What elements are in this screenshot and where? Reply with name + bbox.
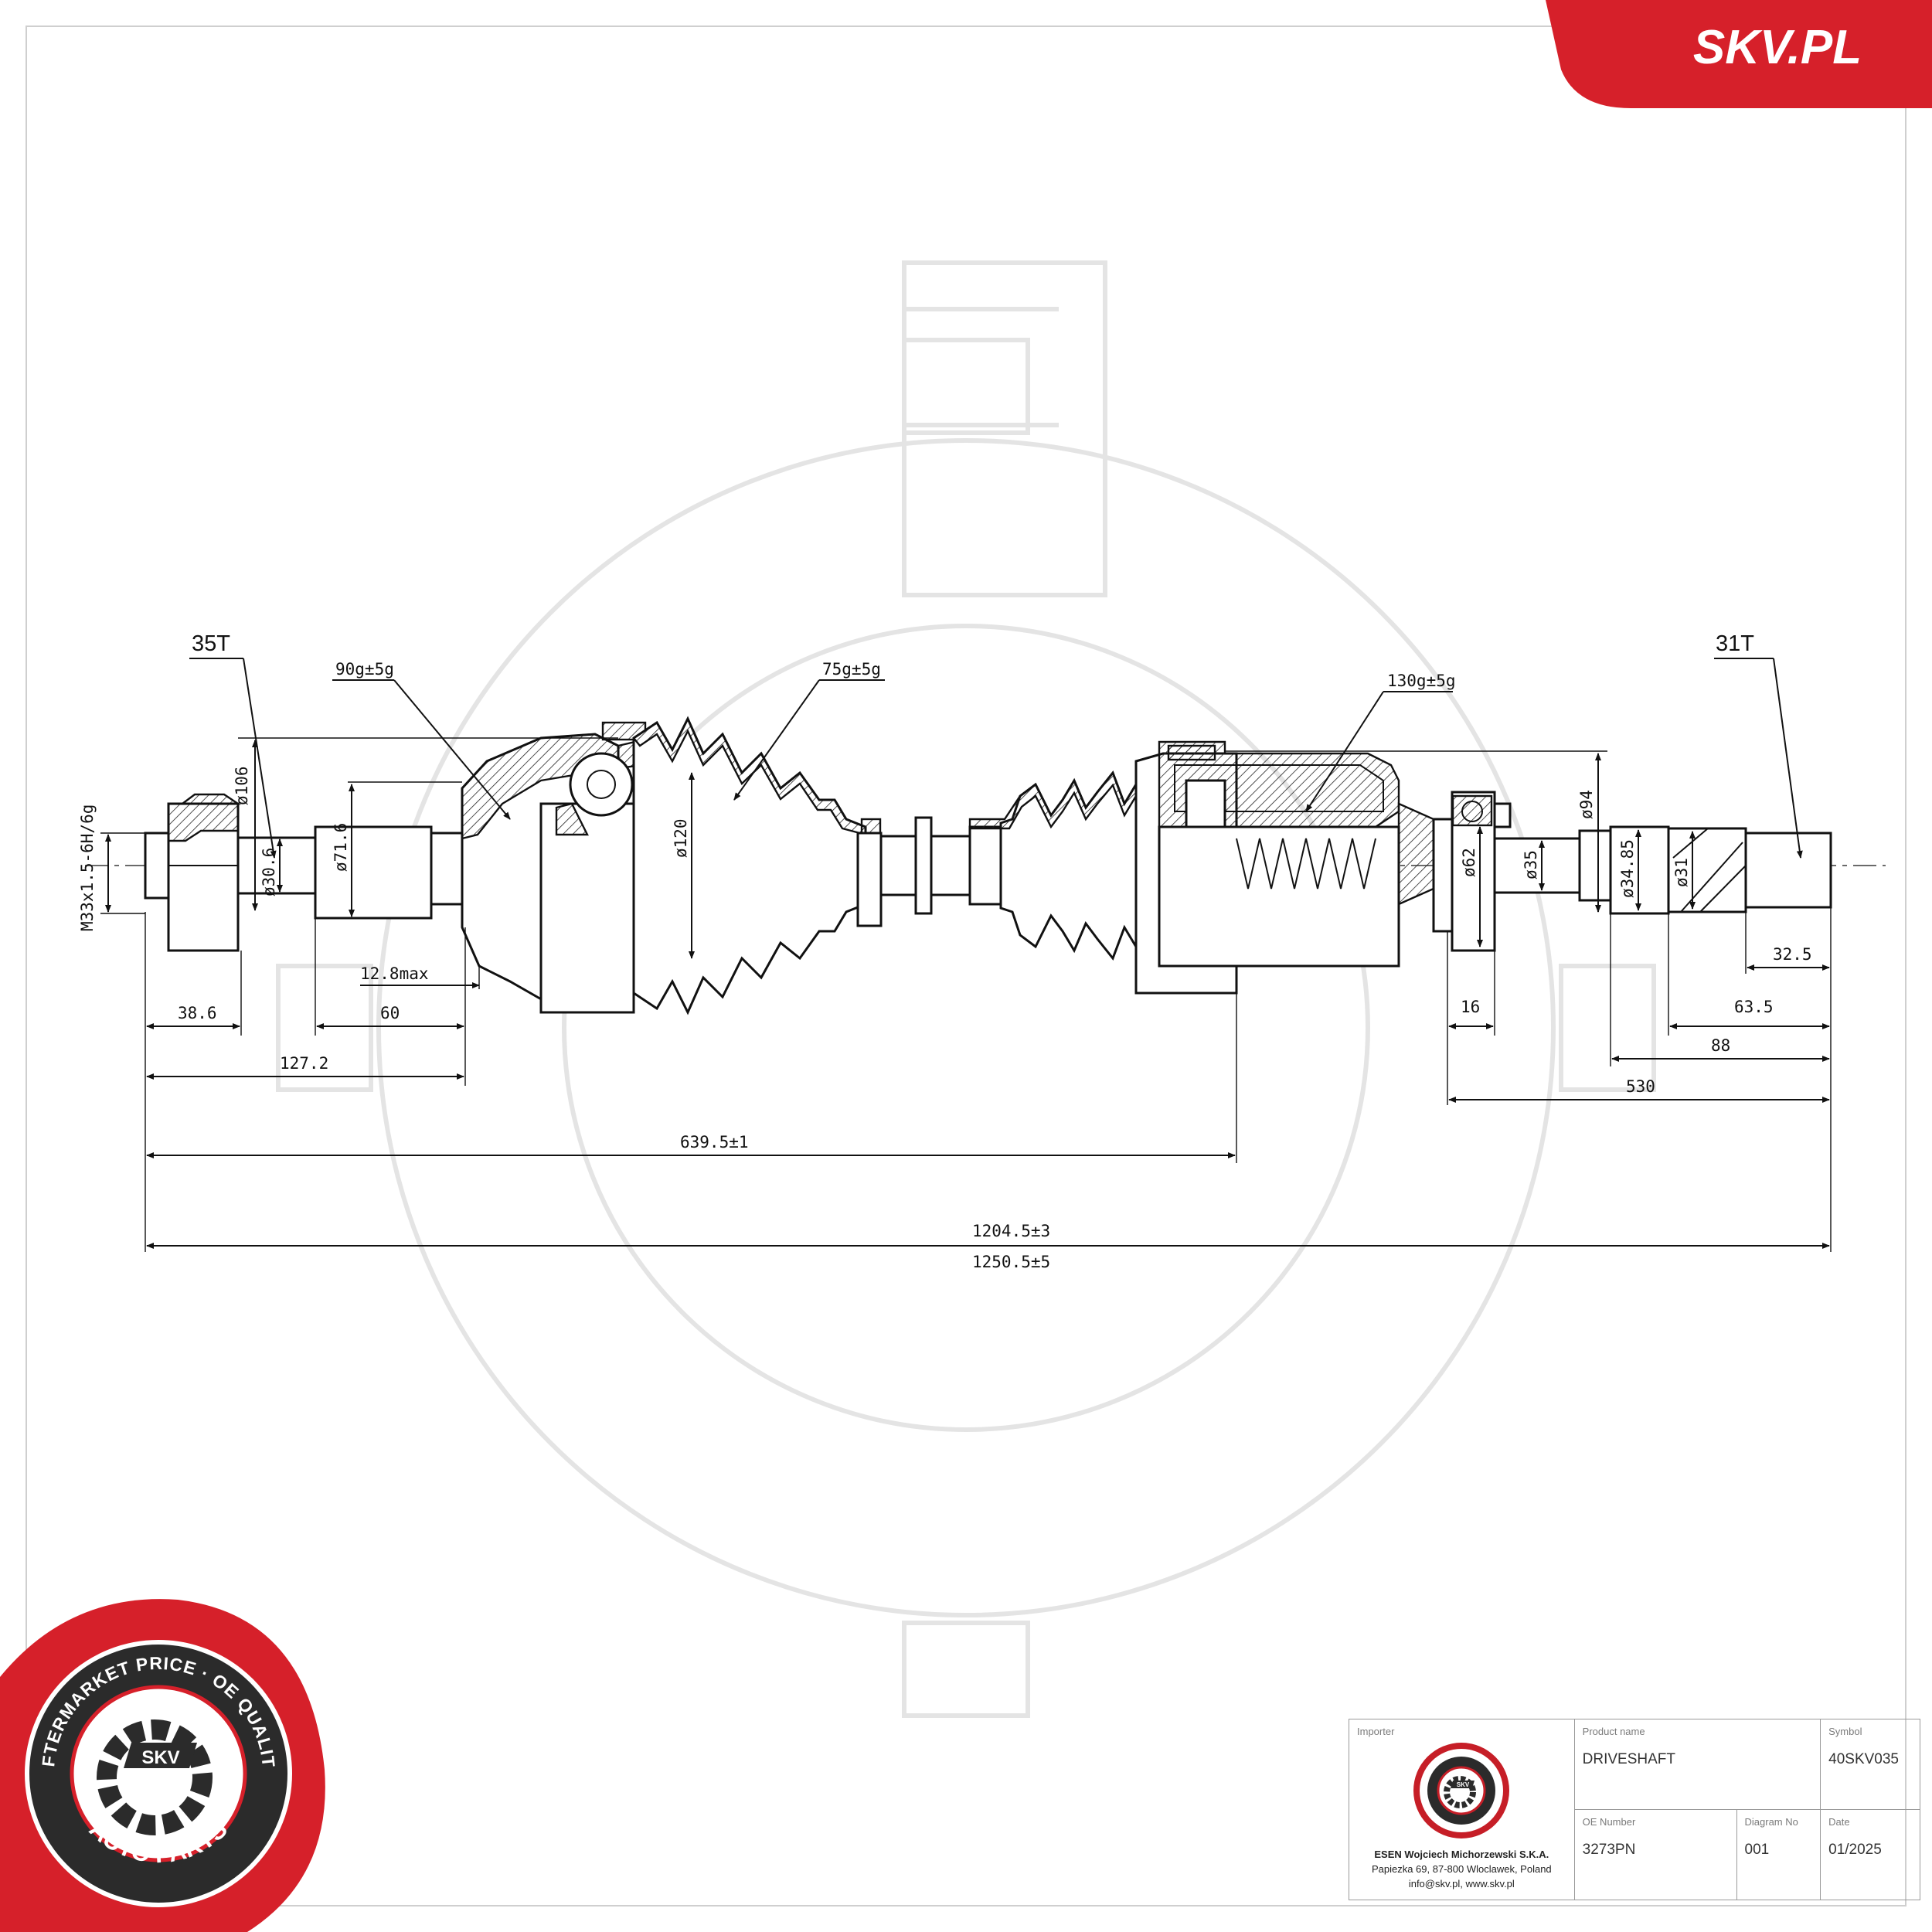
importer-caption: Importer xyxy=(1357,1726,1395,1737)
importer-cell: Importer SKV ESEN Wojciech Michorzewski … xyxy=(1349,1719,1575,1900)
diameter-dimensions: M33x1.5-6H/6g ø106 ø30.6 ø71.6 ø120 ø94 … xyxy=(78,737,1696,959)
dim-d120: ø120 xyxy=(672,818,690,858)
product-name: DRIVESHAFT xyxy=(1582,1751,1676,1767)
dim-1250-5: 1250.5±5 xyxy=(972,1253,1050,1271)
diagram-no-cell: Diagram No 001 xyxy=(1736,1809,1821,1900)
inner-tripod-joint xyxy=(1134,740,1435,995)
dim-530: 530 xyxy=(1626,1077,1655,1096)
oe-number: 3273PN xyxy=(1582,1842,1636,1858)
callout-130g: 130g±5g xyxy=(1387,672,1456,690)
dim-thread: M33x1.5-6H/6g xyxy=(78,804,97,931)
dim-32-5: 32.5 xyxy=(1773,945,1812,964)
right-spline-end xyxy=(1432,791,1832,952)
callout-90g: 90g±5g xyxy=(335,660,394,679)
date-caption: Date xyxy=(1828,1816,1850,1828)
dim-d30-6: ø30.6 xyxy=(260,848,278,896)
length-dimensions: 12.8max 38.6 60 127.2 639.5±1 1204.5±3 1… xyxy=(145,907,1832,1271)
dim-d62: ø62 xyxy=(1460,848,1478,877)
symbol-value: 40SKV035 xyxy=(1828,1751,1899,1767)
page-frame xyxy=(26,26,1906,1906)
watermark-gear xyxy=(276,260,1656,1718)
importer-address: ESEN Wojciech Michorzewski S.K.A. Papiez… xyxy=(1357,1847,1566,1891)
importer-street: Papiezka 69, 87-800 Wloclawek, Poland xyxy=(1371,1863,1552,1875)
symbol-caption: Symbol xyxy=(1828,1726,1862,1737)
dim-d31: ø31 xyxy=(1672,858,1691,887)
callout-35t: 35T xyxy=(192,631,230,656)
dim-d34-85: ø34.85 xyxy=(1618,839,1637,898)
importer-company: ESEN Wojciech Michorzewski S.K.A. xyxy=(1374,1849,1549,1860)
callout-31t: 31T xyxy=(1716,631,1754,656)
dim-12-8max: 12.8max xyxy=(360,964,429,983)
dim-63-5: 63.5 xyxy=(1734,998,1774,1016)
skv-pl-corner-tab: SKV.PL xyxy=(1546,0,1932,108)
title-block: Importer SKV ESEN Wojciech Michorzewski … xyxy=(1349,1719,1920,1900)
product-name-cell: Product name DRIVESHAFT xyxy=(1573,1719,1821,1810)
importer-skv-logo: SKV xyxy=(1413,1743,1510,1838)
diagram-no-caption: Diagram No xyxy=(1744,1816,1798,1828)
product-name-caption: Product name xyxy=(1582,1726,1645,1737)
left-hub-nut xyxy=(144,793,241,952)
outer-cv-joint xyxy=(461,721,647,1014)
symbol-cell: Symbol 40SKV035 xyxy=(1820,1719,1920,1810)
dim-639-5: 639.5±1 xyxy=(680,1133,749,1151)
main-shaft xyxy=(879,816,1002,915)
callout-75g: 75g±5g xyxy=(822,660,881,679)
dim-d94: ø94 xyxy=(1577,790,1596,819)
importer-contact: info@skv.pl, www.skv.pl xyxy=(1408,1878,1515,1889)
dim-16: 16 xyxy=(1461,998,1480,1016)
dim-38-6: 38.6 xyxy=(178,1004,217,1022)
date-cell: Date 01/2025 xyxy=(1820,1809,1920,1900)
diagram-no: 001 xyxy=(1744,1842,1770,1858)
dim-60: 60 xyxy=(380,1004,400,1022)
dim-d35: ø35 xyxy=(1522,850,1540,879)
svg-text:SKV: SKV xyxy=(1457,1781,1470,1788)
dim-1204-5: 1204.5±3 xyxy=(972,1222,1050,1240)
part-callouts: 35T 90g±5g 75g±5g 130g±5g 31T xyxy=(189,631,1803,859)
outer-cv-boot xyxy=(632,716,883,1015)
badge-center-text: SKV xyxy=(141,1747,179,1768)
dim-88: 88 xyxy=(1711,1036,1730,1055)
date-value: 01/2025 xyxy=(1828,1842,1882,1858)
dim-d71-6: ø71.6 xyxy=(332,823,350,872)
skv-pl-logo-text: SKV.PL xyxy=(1693,21,1862,74)
dim-127-2: 127.2 xyxy=(280,1054,328,1073)
oe-number-caption: OE Number xyxy=(1582,1816,1636,1828)
dim-d106: ø106 xyxy=(233,766,251,805)
badge-gear-icon xyxy=(97,1719,213,1835)
oe-number-cell: OE Number 3273PN xyxy=(1573,1809,1737,1900)
